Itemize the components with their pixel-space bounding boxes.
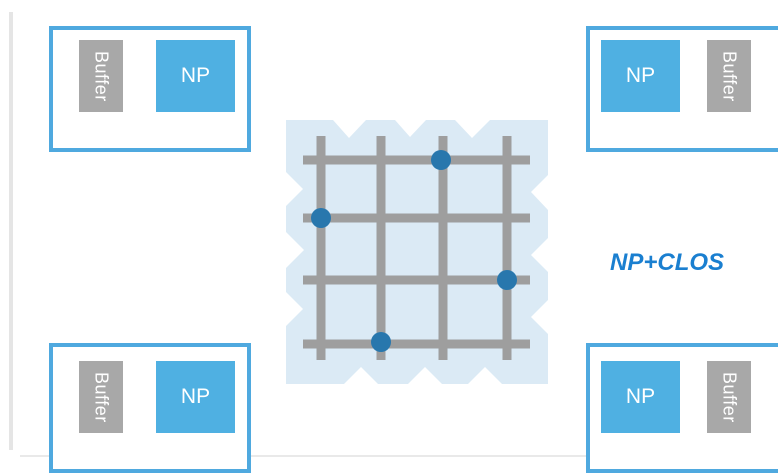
fabric-background <box>286 120 548 384</box>
np-block: NP <box>601 40 680 112</box>
fabric-notch <box>286 232 304 268</box>
fabric-notch <box>468 367 502 384</box>
np-block: NP <box>156 361 235 433</box>
module-top-right: NP Buffer <box>586 26 778 152</box>
fabric-notch <box>395 120 426 137</box>
crosspoint-dot <box>497 270 517 290</box>
fabric-notch <box>531 175 548 210</box>
fabric-notch <box>286 172 303 206</box>
np-block: NP <box>601 361 680 433</box>
fabric-notch <box>531 300 548 334</box>
buffer-label: Buffer <box>91 50 112 102</box>
crosspoint-dot <box>311 208 331 228</box>
buffer-block: Buffer <box>707 361 751 433</box>
fabric-notch <box>408 367 442 384</box>
module-top-left: Buffer NP <box>49 26 251 152</box>
fabric-grid <box>303 136 530 360</box>
buffer-label: Buffer <box>719 371 740 423</box>
fabric-notch <box>344 367 378 384</box>
module-bottom-left: Buffer NP <box>49 343 251 473</box>
buffer-block: Buffer <box>79 40 123 112</box>
buffer-label: Buffer <box>91 371 112 423</box>
switch-label: NP+CLOS <box>610 249 725 276</box>
np-block: NP <box>156 40 235 112</box>
fabric-background-shape <box>286 120 548 384</box>
fabric-notch <box>531 238 548 272</box>
fabric-notch <box>286 292 303 326</box>
buffer-block: Buffer <box>707 40 751 112</box>
buffer-block: Buffer <box>79 361 123 433</box>
crosspoint-dot <box>431 150 451 170</box>
fabric-notch <box>333 120 366 138</box>
left-divider <box>9 12 13 450</box>
crosspoints <box>311 150 517 352</box>
crosspoint-dot <box>371 332 391 352</box>
fabric-notch <box>455 120 490 138</box>
buffer-label: Buffer <box>719 50 740 102</box>
bottom-divider <box>20 455 778 457</box>
